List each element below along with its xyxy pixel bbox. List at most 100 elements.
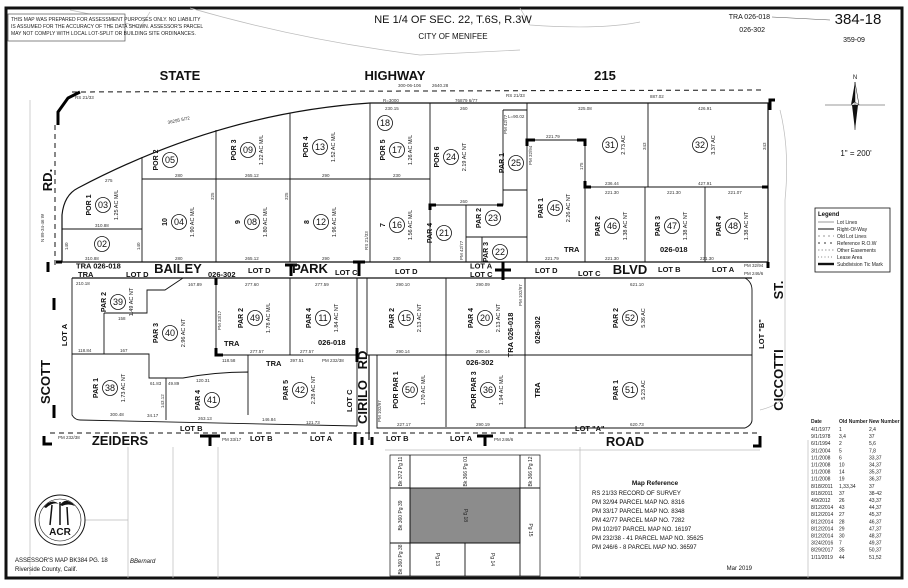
map-text: 221.30 bbox=[605, 256, 619, 261]
map-text: Pg 15 bbox=[527, 523, 533, 536]
parcel-02[interactable]: 02 bbox=[94, 236, 110, 252]
ref-label: PM 102/97 bbox=[518, 284, 523, 306]
street-label-highway: HIGHWAY bbox=[365, 68, 426, 83]
parcel-number-circle bbox=[604, 218, 620, 234]
ref-label: PM 42/77 bbox=[503, 114, 508, 134]
map-text: 227.17 bbox=[397, 422, 411, 427]
lot-label: LOT A bbox=[712, 265, 735, 274]
parcel-number: 08 bbox=[247, 217, 257, 227]
parcel-number: 09 bbox=[243, 145, 253, 155]
map-text: 621.10 bbox=[630, 282, 644, 287]
ref-label: PM 33/17 bbox=[222, 437, 242, 442]
parcel-designation: 10 bbox=[162, 218, 169, 226]
parcel-designation: PAR 2 bbox=[238, 308, 245, 328]
street-label-road: ROAD bbox=[606, 434, 644, 449]
parcel-number: 02 bbox=[97, 239, 107, 249]
history-cell: 46,37 bbox=[869, 519, 882, 525]
map-text: 143.12 bbox=[160, 394, 165, 408]
history-cell: 26 bbox=[839, 498, 845, 504]
parcel-number: 12 bbox=[316, 217, 326, 227]
street-label-park: PARK bbox=[292, 261, 328, 276]
map-text: 310.88 bbox=[95, 223, 109, 228]
map-reference-title: Map Reference bbox=[632, 480, 679, 487]
parcel-number-circle bbox=[162, 152, 178, 168]
history-cell: 33,37 bbox=[869, 455, 882, 461]
map-text: 290.10 bbox=[396, 282, 410, 287]
parcel-acreage: 5.23 AC bbox=[641, 380, 647, 400]
map-text: 277.57 bbox=[300, 349, 314, 354]
history-cell: 5,6 bbox=[869, 441, 876, 447]
parcel-number: 23 bbox=[488, 213, 498, 223]
history-cell: 44 bbox=[839, 555, 845, 561]
history-cell: 7 bbox=[839, 541, 842, 547]
parcel-number: 51 bbox=[625, 385, 635, 395]
history-cell: 8/12/2014 bbox=[811, 534, 833, 540]
disclaimer-box: THIS MAP WAS PREPARED FOR ASSESSMENT PUR… bbox=[7, 13, 203, 42]
map-text: 118.58 bbox=[222, 358, 236, 363]
parcel-acreage: 1.84 AC NT bbox=[334, 303, 340, 332]
street-label-ciccotti: CICCOTTI bbox=[771, 349, 786, 410]
city-name: CITY OF MENIFEE bbox=[418, 32, 487, 41]
street-label-st: ST. bbox=[771, 281, 786, 300]
history-cell: 50,37 bbox=[869, 548, 882, 554]
map-text: Bk 360 Pg 38 bbox=[398, 544, 404, 574]
lot-label: LOT B bbox=[658, 265, 681, 274]
map-text: 120.31 bbox=[196, 378, 210, 383]
history-cell: 6/1/1994 bbox=[811, 441, 831, 447]
parcel-number: 03 bbox=[98, 200, 108, 210]
parcel-designation: POR 4 bbox=[303, 136, 310, 157]
parcel-number: 47 bbox=[667, 221, 677, 231]
map-text: 277.60 bbox=[245, 282, 259, 287]
history-cell: 1/1/2008 bbox=[811, 463, 831, 469]
parcel-acreage: 1.90 AC M/L bbox=[190, 207, 196, 237]
history-cell: 8/12/2014 bbox=[811, 512, 833, 518]
parcel-18[interactable]: 18 bbox=[377, 115, 393, 131]
parcel-number-circle bbox=[315, 310, 331, 326]
doc-ref: 300-06-106 bbox=[398, 83, 422, 88]
ref-label: 76879 6/77 bbox=[455, 98, 478, 103]
history-header: Date bbox=[811, 419, 822, 425]
parcel-designation: 9 bbox=[235, 220, 242, 224]
parcel-number: 05 bbox=[165, 155, 175, 165]
tra-label: TRA 026-018 bbox=[506, 313, 515, 358]
parcel-number-circle bbox=[402, 382, 418, 398]
street-label-scott: SCOTT bbox=[38, 360, 53, 404]
